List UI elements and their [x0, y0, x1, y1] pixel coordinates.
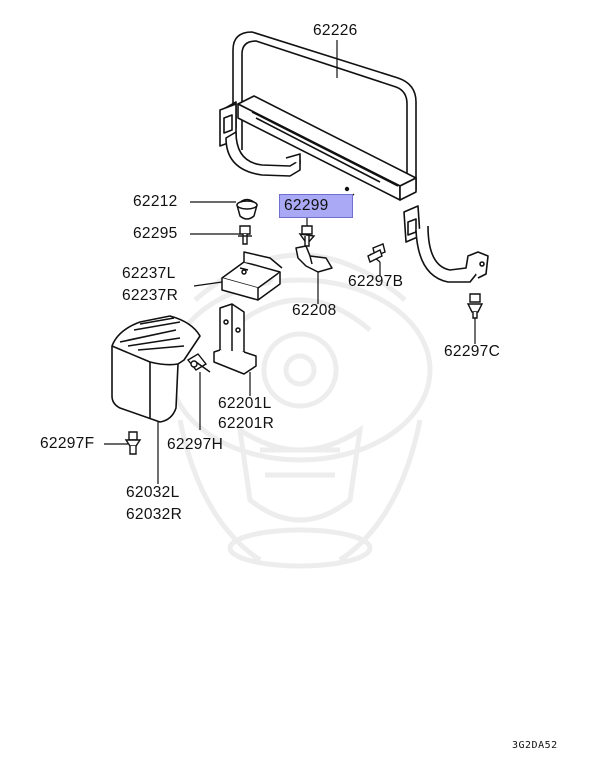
label-62299[interactable]: 62299	[284, 197, 329, 214]
label-62237R[interactable]: 62237R	[122, 287, 179, 304]
label-62201L[interactable]: 62201L	[218, 395, 272, 412]
bolt-62297C	[466, 293, 484, 319]
plug-62212	[236, 198, 258, 220]
label-62032L[interactable]: 62032L	[126, 484, 180, 501]
guard-frame-62226	[219, 31, 489, 283]
label-62032R[interactable]: 62032R	[126, 506, 183, 523]
bolt-62297B	[367, 243, 386, 263]
bracket-62201	[213, 303, 257, 375]
bolt-62295	[238, 225, 252, 245]
label-62226[interactable]: 62226	[313, 22, 358, 39]
label-62212[interactable]: 62212	[133, 193, 178, 210]
label-62297F[interactable]: 62297F	[40, 435, 95, 452]
clip-62208	[295, 245, 333, 273]
mudflap-62032	[111, 315, 201, 423]
label-62237L[interactable]: 62237L	[122, 265, 176, 282]
bolt-62297H	[186, 353, 211, 373]
label-62295[interactable]: 62295	[133, 225, 178, 242]
bolt-62299	[298, 225, 316, 247]
label-62208[interactable]: 62208	[292, 302, 337, 319]
label-62297B[interactable]: 62297B	[348, 273, 404, 290]
label-62297H[interactable]: 62297H	[167, 436, 224, 453]
bracket-62237	[221, 251, 283, 301]
bolt-62297F	[124, 431, 142, 455]
label-62297C[interactable]: 62297C	[444, 343, 501, 360]
highlighted-part-box	[279, 194, 353, 218]
label-62201R[interactable]: 62201R	[218, 415, 275, 432]
diagram-code: 3G2DA52	[512, 740, 558, 751]
leader-lines	[104, 40, 476, 484]
